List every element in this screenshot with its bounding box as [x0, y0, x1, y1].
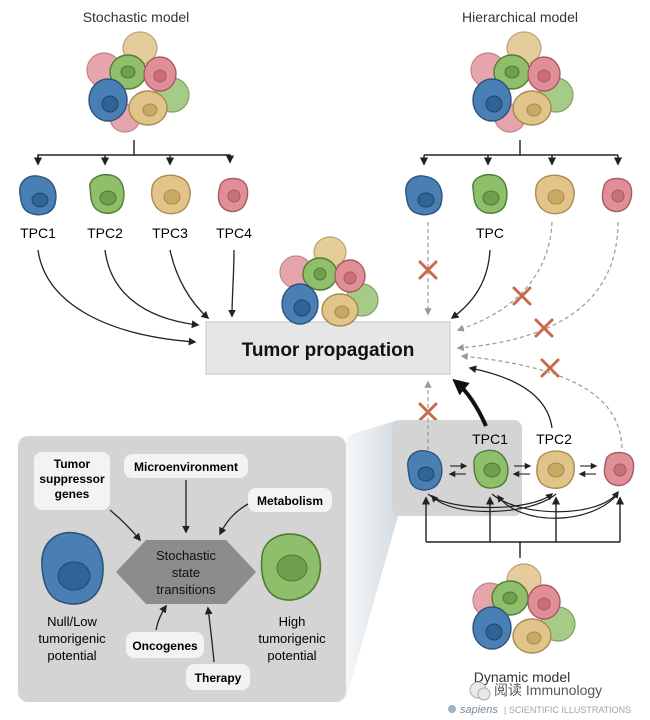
hierarchical-cell-tan	[534, 174, 575, 215]
stochastic-transition-double-arrow	[116, 540, 256, 604]
credit-line: sapiens | SCIENTIFIC ILLUSTRATIONS	[448, 704, 631, 716]
stochastic-cell-tpc2	[89, 174, 125, 214]
transition-text-line1: Stochastic	[156, 548, 216, 563]
low-potential-line1: Null/Low	[47, 614, 97, 629]
stochastic-cell-tpc4	[217, 177, 249, 213]
therapy-label: Therapy	[195, 671, 242, 685]
high-potential-line3: potential	[267, 648, 316, 663]
stochastic-cell-tpc1	[19, 175, 57, 216]
hierarchical-label-tpc: TPC	[476, 225, 504, 241]
inset-influence-arrows	[109, 480, 249, 663]
high-potential-line1: High	[279, 614, 306, 629]
stochastic-bracket	[33, 140, 235, 166]
tumor-propagation-box	[205, 321, 451, 375]
stochastic-label-tpc3: TPC3	[152, 225, 188, 241]
stochastic-label-tpc4: TPC4	[216, 225, 252, 241]
oncogenes-label: Oncogenes	[132, 639, 198, 653]
transition-text-line3: transitions	[156, 582, 216, 597]
tumor-suppressor-line2: suppressor	[39, 472, 105, 486]
wechat-watermark-text: 阅读 Immunology	[494, 682, 602, 698]
dynamic-cell-green-tpc1	[473, 449, 509, 489]
dynamic-label-tpc1: TPC1	[472, 431, 508, 447]
stochastic-title: Stochastic model	[83, 9, 190, 25]
dynamic-exchange-arrows	[448, 462, 598, 478]
dynamic-title: Dynamic model	[474, 669, 570, 685]
metabolism-box	[248, 488, 332, 512]
dynamic-tumor-cluster	[472, 563, 576, 654]
metabolism-label: Metabolism	[257, 494, 323, 508]
hierarchical-bracket	[419, 140, 623, 166]
sapiens-logo-icon	[448, 705, 456, 713]
low-potential-line2: tumorigenic	[38, 631, 106, 646]
hierarchical-arrows	[424, 221, 619, 352]
stochastic-arrows	[37, 249, 236, 346]
tumor-suppressor-line1: Tumor	[54, 457, 91, 471]
dynamic-bracket	[421, 496, 625, 558]
dynamic-cell-pink	[603, 451, 635, 487]
dynamic-cell-blue	[407, 450, 443, 491]
blocked-x-marks	[418, 260, 560, 422]
stochastic-cell-tpc3	[150, 174, 191, 215]
hierarchical-tumor-cluster	[470, 31, 574, 133]
dynamic-highlight-box	[392, 420, 522, 516]
tumor-suppressor-line3: genes	[55, 487, 90, 501]
inset-zoom-fan	[346, 420, 398, 700]
inset-high-tumorigenic-cell	[260, 533, 322, 601]
credit-brand: sapiens	[460, 704, 498, 716]
high-potential-line2: tumorigenic	[258, 631, 326, 646]
credit-sub: | SCIENTIFIC ILLUSTRATIONS	[504, 705, 631, 715]
low-potential-line3: potential	[47, 648, 96, 663]
inset-low-tumorigenic-cell	[41, 531, 104, 605]
oncogenes-box	[126, 632, 204, 658]
center-tumor-cluster	[279, 236, 379, 327]
hierarchical-cell-pink	[601, 177, 633, 213]
transition-text-line2: state	[172, 565, 200, 580]
stochastic-label-tpc2: TPC2	[87, 225, 123, 241]
stochastic-tumor-cluster	[86, 31, 190, 133]
hierarchical-cell-green-tpc	[472, 174, 508, 214]
tumor-suppressor-box	[34, 452, 110, 510]
microenvironment-box	[124, 454, 248, 478]
tumor-propagation-label: Tumor propagation	[242, 340, 415, 361]
dynamic-arrows-to-propagation	[424, 353, 623, 450]
therapy-box	[186, 664, 250, 690]
dynamic-cell-tan-tpc2	[536, 450, 575, 489]
hierarchical-title: Hierarchical model	[462, 9, 578, 25]
dynamic-label-tpc2: TPC2	[536, 431, 572, 447]
wechat-watermark: 阅读 Immunology	[469, 681, 602, 701]
stochastic-label-tpc1: TPC1	[20, 225, 56, 241]
hierarchical-cell-blue	[405, 175, 443, 216]
microenvironment-label: Microenvironment	[134, 460, 238, 474]
